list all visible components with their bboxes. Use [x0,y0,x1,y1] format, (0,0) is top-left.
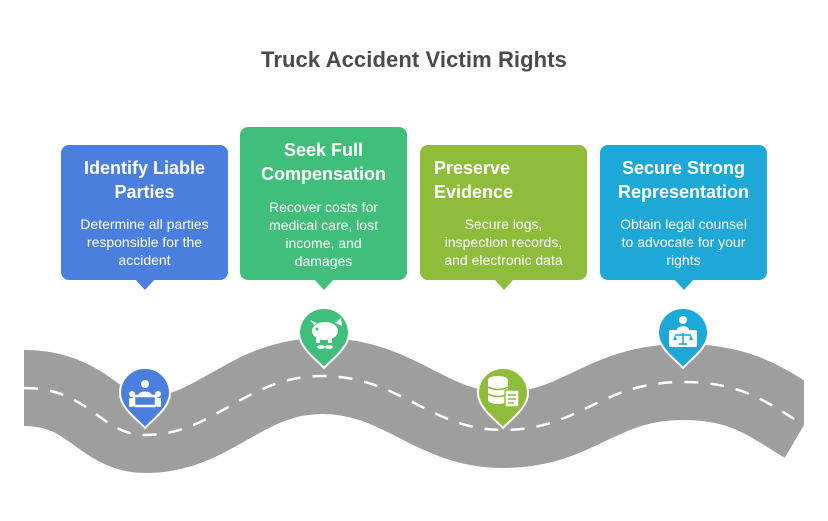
road-surface [22,337,824,474]
step-heading: Preserve Evidence [434,158,514,202]
database-document-icon [476,366,530,430]
step-heading: Identify Liable Parties [83,158,206,202]
step-card-seek-full-compensation: Seek Full Compensation Recover costs for… [240,127,407,290]
step-card-preserve-evidence: Preserve Evidence Secure logs, inspectio… [420,145,587,290]
step-description: Recover costs for medical care, lost inc… [269,199,378,269]
page-title: Truck Accident Victim Rights [261,47,567,72]
step-heading: Seek Full Compensation [260,140,386,184]
step-card-identify-liable-parties: Identify Liable Parties Determine all pa… [61,145,228,290]
piggy-bank-icon [297,306,351,370]
step-description: Secure logs, inspection records, and ele… [444,216,563,268]
lawyer-scales-icon [656,306,710,370]
step-heading: Secure Strong Representation [617,158,750,202]
meeting-icon [118,366,172,430]
step-description: Determine all parties responsible for th… [80,216,209,268]
step-description: Obtain legal counsel to advocate for you… [620,216,747,268]
step-card-secure-strong-representation: Secure Strong Representation Obtain lega… [600,145,767,290]
